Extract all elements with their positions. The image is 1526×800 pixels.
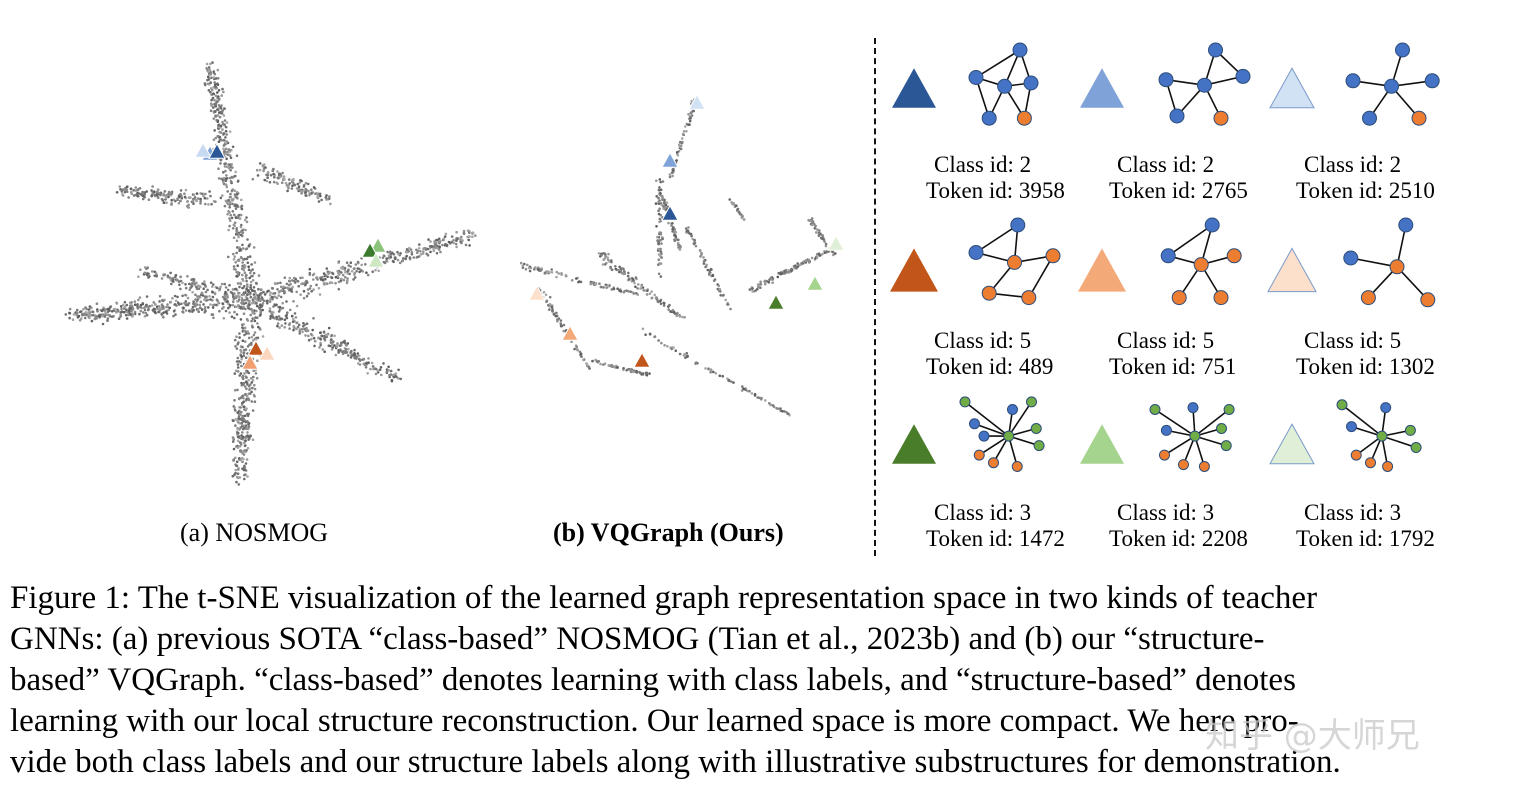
substructure-graph [1160, 217, 1242, 306]
substructure-legend [890, 42, 1440, 472]
legend-triangle [892, 68, 936, 108]
caption-line-3: based” VQGraph. “class-based” denotes le… [10, 662, 1296, 698]
tsne-plot-nosmog [64, 61, 477, 486]
token-id-label: Token id: 3958 [926, 178, 1065, 203]
caption-line-2: GNNs: (a) previous SOTA “class-based” NO… [10, 621, 1265, 657]
token-id-label: Token id: 1792 [1296, 526, 1435, 551]
class-triangle [369, 236, 387, 253]
token-id-label: Token id: 1302 [1296, 354, 1435, 379]
class-id-label: Class id: 3 [1304, 500, 1402, 525]
class-triangle [806, 274, 824, 291]
class-id-label: Class id: 5 [934, 328, 1032, 353]
substructure-graph [1345, 42, 1440, 126]
class-triangle [258, 344, 276, 361]
substructure-graph [1158, 42, 1251, 126]
token-id-label: Token id: 2510 [1296, 178, 1435, 203]
token-id-label: Token id: 1472 [926, 526, 1065, 551]
class-id-label: Class id: 2 [1117, 152, 1215, 177]
class-triangle [241, 353, 259, 370]
class-triangle [661, 151, 679, 168]
subcaption-a: (a) NOSMOG [180, 518, 329, 547]
class-id-label: Class id: 3 [1117, 500, 1215, 525]
token-id-label: Token id: 2208 [1109, 526, 1248, 551]
token-id-label: Token id: 2765 [1109, 178, 1248, 203]
tsne-plot-vqgraph [519, 93, 845, 417]
legend-triangle [1078, 248, 1126, 292]
class-id-label: Class id: 5 [1304, 328, 1402, 353]
caption-line-5: vide both class labels and our structure… [10, 744, 1341, 780]
legend-triangle [1080, 424, 1124, 464]
class-triangle [247, 339, 265, 356]
token-id-label: Token id: 751 [1109, 354, 1237, 379]
legend-triangle [890, 248, 938, 292]
legend-triangle [892, 424, 936, 464]
substructure-graph [968, 217, 1061, 306]
class-id-label: Class id: 2 [1304, 152, 1402, 177]
class-triangle [194, 141, 212, 158]
legend-triangle [1269, 423, 1315, 465]
class-triangle [528, 284, 546, 301]
class-triangle [561, 324, 579, 341]
class-triangle [208, 142, 226, 159]
class-triangle [661, 204, 679, 221]
class-id-label: Class id: 2 [934, 152, 1032, 177]
class-triangle [361, 241, 379, 258]
substructure-graph [1343, 217, 1436, 308]
substructure-graph [968, 42, 1039, 126]
figure-1: (a) NOSMOG (b) VQGraph (Ours) Class id: … [64, 38, 1440, 556]
nosmog-points [64, 61, 477, 486]
legend-triangle [1080, 68, 1124, 108]
legend-triangle [1267, 247, 1317, 293]
figure-caption: Figure 1: The t-SNE visualization of the… [10, 578, 1516, 783]
subcaption-b: (b) VQGraph (Ours) [553, 518, 784, 547]
class-triangle [767, 293, 785, 310]
vqgraph-points [519, 98, 837, 417]
caption-line-4: learning with our local structure recons… [10, 703, 1299, 739]
substructure-graph [1149, 402, 1235, 472]
dashed-divider [874, 38, 876, 556]
watermark: 知乎 @大师兄 [1205, 716, 1420, 756]
class-triangle [688, 93, 706, 110]
class-triangle [633, 351, 651, 368]
class-triangle [367, 251, 385, 268]
class-id-label: Class id: 3 [934, 500, 1032, 525]
class-id-label: Class id: 5 [1117, 328, 1215, 353]
substructure-graph [959, 396, 1045, 472]
caption-line-1: Figure 1: The t-SNE visualization of the… [10, 580, 1318, 616]
class-triangle [827, 234, 845, 251]
substructure-graph [1336, 399, 1422, 472]
token-id-label: Token id: 489 [926, 354, 1054, 379]
legend-triangle [1269, 67, 1315, 109]
